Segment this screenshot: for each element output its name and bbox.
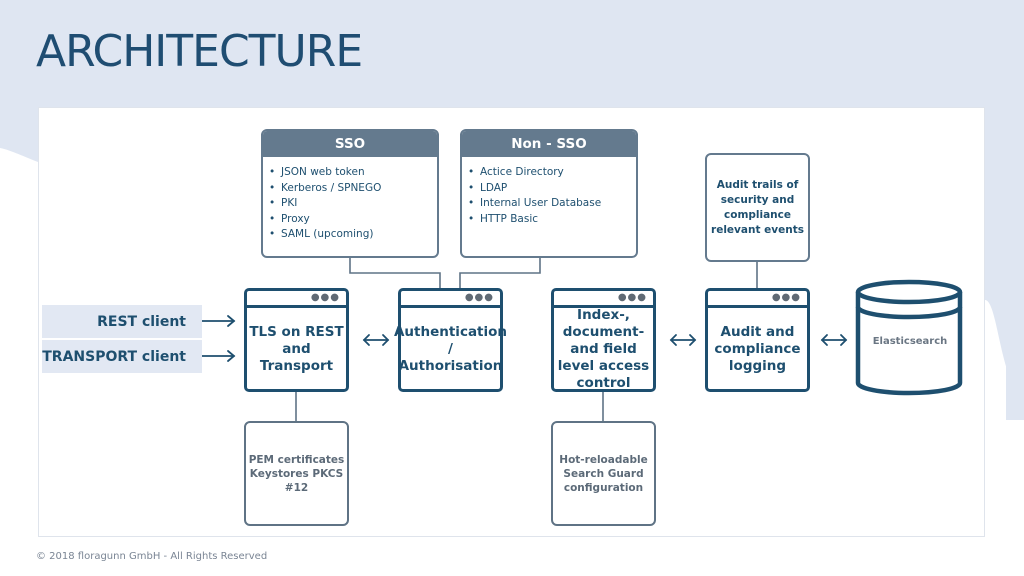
access-control-label: Index-, document- and field level access… <box>557 306 650 391</box>
window-bar <box>708 305 807 308</box>
non-sso-title: Non - SSO <box>462 131 636 157</box>
tls-label: TLS on REST and Transport <box>249 323 344 374</box>
hot-reload-box: Hot-reloadable Search Guard configuratio… <box>551 421 656 526</box>
list-item: Internal User Database <box>468 196 636 212</box>
list-item: LDAP <box>468 181 636 197</box>
pem-box: PEM certificates Keystores PKCS #12 <box>244 421 349 526</box>
sso-title: SSO <box>263 131 437 157</box>
hot-reload-text: Hot-reloadable Search Guard configuratio… <box>559 453 648 494</box>
window-bar <box>401 305 500 308</box>
footer-copyright: © 2018 floragunn GmbH - All Rights Reser… <box>36 551 268 562</box>
elasticsearch-icon <box>855 279 963 396</box>
auth-box: ●●● Authentication / Authorisation <box>393 288 508 392</box>
window-dots-icon: ●●● <box>310 292 340 303</box>
auth-label: Authentication / Authorisation <box>393 323 508 374</box>
non-sso-box: Non - SSO Actice Directory LDAP Internal… <box>460 129 638 258</box>
list-item: Kerberos / SPNEGO <box>269 181 437 197</box>
list-item: JSON web token <box>269 165 437 181</box>
list-item: Actice Directory <box>468 165 636 181</box>
window-dots-icon: ●●● <box>771 292 801 303</box>
list-item: PKI <box>269 196 437 212</box>
window-dots-icon: ●●● <box>464 292 494 303</box>
access-control-box: ●●● Index-, document- and field level ac… <box>551 288 656 392</box>
audit-logging-label: Audit and compliance logging <box>714 323 801 374</box>
window-dots-icon: ●●● <box>617 292 647 303</box>
list-item: Proxy <box>269 212 437 228</box>
window-bar <box>554 305 653 308</box>
audit-trails-box: Audit trails of security and compliance … <box>705 153 810 262</box>
transport-client: TRANSPORT client <box>42 340 202 373</box>
audit-logging-box: ●●● Audit and compliance logging <box>705 288 810 392</box>
window-bar <box>247 305 346 308</box>
slide-title: ARCHITECTURE <box>36 26 363 77</box>
list-item: HTTP Basic <box>468 212 636 228</box>
audit-trails-text: Audit trails of security and compliance … <box>711 178 804 236</box>
sso-box: SSO JSON web token Kerberos / SPNEGO PKI… <box>261 129 439 258</box>
tls-box: ●●● TLS on REST and Transport <box>244 288 349 392</box>
rest-client: REST client <box>42 305 202 338</box>
sso-list: JSON web token Kerberos / SPNEGO PKI Pro… <box>263 165 437 243</box>
list-item: SAML (upcoming) <box>269 227 437 243</box>
non-sso-list: Actice Directory LDAP Internal User Data… <box>462 165 636 227</box>
pem-text: PEM certificates Keystores PKCS #12 <box>248 453 345 494</box>
elasticsearch-label: Elasticsearch <box>872 336 948 347</box>
